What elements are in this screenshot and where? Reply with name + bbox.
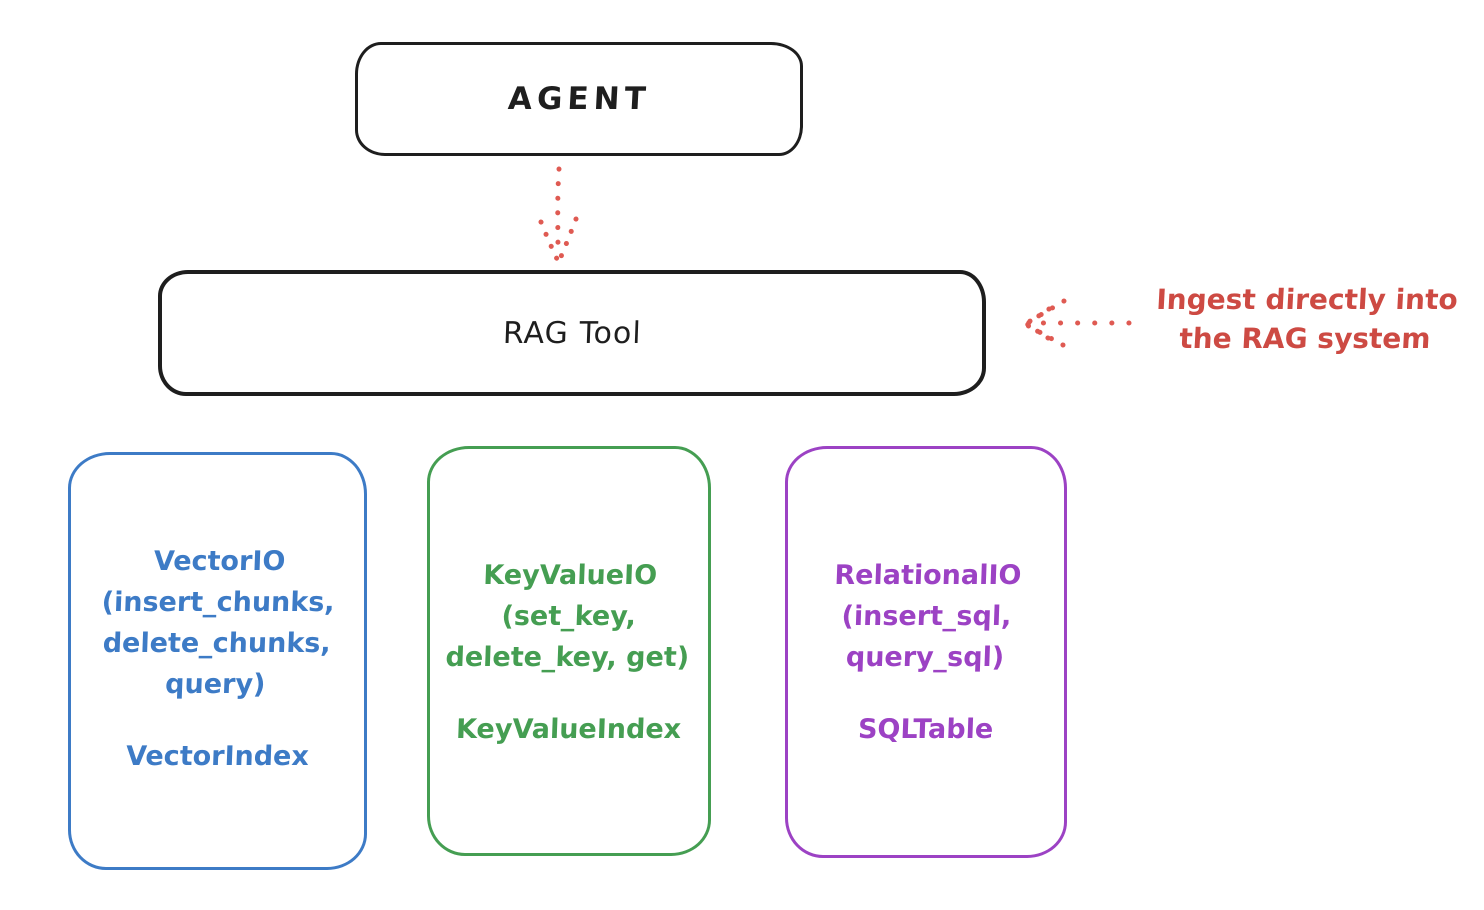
key-value-io-methods: KeyValueIO (set_key, delete_key, get) bbox=[445, 555, 693, 678]
sql-table-label: SQLTable bbox=[857, 714, 995, 745]
down-dotted-arrow-icon bbox=[538, 166, 579, 262]
relational-io-methods: RelationalIO (insert_sql, query_sql) bbox=[830, 555, 1021, 678]
vector-index-label: VectorIndex bbox=[125, 741, 310, 772]
key-value-io-node: KeyValueIO (set_key, delete_key, get) Ke… bbox=[427, 446, 711, 856]
left-dotted-arrow-icon bbox=[1022, 298, 1132, 348]
vector-io-line: query) bbox=[164, 669, 266, 700]
vector-io-line: VectorIO bbox=[153, 546, 286, 577]
ingest-annotation: Ingest directly into the RAG system bbox=[1136, 280, 1476, 358]
ingest-annotation-line2: the RAG system bbox=[1178, 322, 1432, 355]
relational-io-line: (insert_sql, bbox=[840, 601, 1012, 632]
vector-io-line: delete_chunks, bbox=[102, 628, 332, 659]
agent-label: AGENT bbox=[506, 81, 652, 117]
vector-io-line: (insert_chunks, bbox=[101, 587, 336, 618]
key-value-io-line: KeyValueIO bbox=[482, 560, 658, 591]
key-value-index-label: KeyValueIndex bbox=[455, 714, 683, 745]
key-value-io-line: delete_key, get) bbox=[445, 642, 690, 673]
vector-io-methods: VectorIO (insert_chunks, delete_chunks, … bbox=[98, 541, 337, 705]
ingest-annotation-line1: Ingest directly into bbox=[1155, 283, 1459, 316]
rag-tool-label: RAG Tool bbox=[502, 315, 642, 351]
rag-tool-node: RAG Tool bbox=[158, 270, 986, 396]
key-value-io-line: (set_key, bbox=[501, 601, 637, 632]
relational-io-line: RelationalIO bbox=[833, 560, 1022, 591]
agent-node: AGENT bbox=[355, 42, 803, 156]
relational-io-node: RelationalIO (insert_sql, query_sql) SQL… bbox=[785, 446, 1067, 858]
vector-io-node: VectorIO (insert_chunks, delete_chunks, … bbox=[68, 452, 367, 870]
relational-io-line: query_sql) bbox=[844, 642, 1005, 673]
